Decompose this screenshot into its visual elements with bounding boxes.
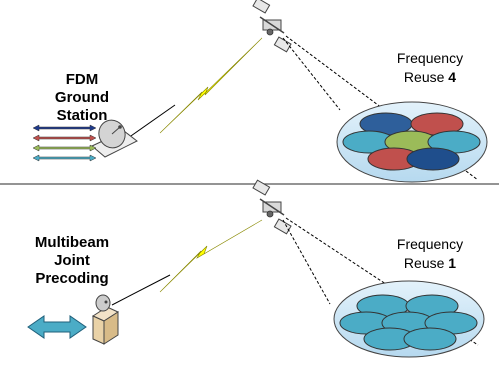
- carrier-arrow: [32, 134, 97, 142]
- beam-spot: [403, 327, 457, 351]
- feeder-link-line: [127, 104, 176, 139]
- station-label-bottom: Multibeam Joint Precoding: [22, 234, 122, 288]
- reuse-label-line: Frequency: [396, 236, 464, 252]
- link-lightning-bottom: [159, 219, 263, 293]
- reuse-label-line: Reuse 4: [390, 68, 470, 87]
- reuse-label-line: Reuse 1: [390, 254, 470, 273]
- satellite-icon-bottom: [252, 179, 292, 235]
- gateway-server-icon: [91, 294, 120, 345]
- bidirectional-arrow-icon: [27, 315, 87, 339]
- link-lightning-top: [159, 37, 263, 134]
- reuse-factor: 4: [448, 69, 457, 85]
- feeder-link-line: [111, 274, 171, 306]
- reuse-label-bottom: Frequency Reuse 1: [390, 235, 470, 273]
- reuse-label-top: Frequency Reuse 4: [390, 49, 470, 87]
- station-label-line: Joint: [54, 252, 90, 269]
- beam-spot: [406, 147, 460, 171]
- beam-footprint-line: [282, 37, 341, 111]
- station-label-line: Ground: [54, 89, 110, 106]
- carrier-arrow: [32, 144, 97, 152]
- fdm-carrier-arrows: [32, 124, 97, 162]
- beam-cluster-top: [342, 112, 481, 171]
- satellite-icon-top: [252, 0, 292, 53]
- beam-footprint-line: [282, 219, 331, 305]
- station-label-line: Precoding: [35, 270, 109, 287]
- reuse-label-line: Frequency: [396, 50, 464, 66]
- beam-cluster-bottom: [339, 294, 478, 351]
- reuse-word: Reuse: [403, 69, 445, 85]
- station-label-line: Station: [56, 107, 108, 124]
- ground-station-dish-icon: [91, 119, 138, 158]
- reuse-word: Reuse: [403, 255, 445, 271]
- carrier-arrow: [32, 154, 97, 162]
- top-panel: [32, 0, 488, 183]
- reuse-factor: 1: [448, 255, 457, 271]
- station-label-line: Multibeam: [34, 234, 110, 251]
- carrier-arrow: [32, 124, 97, 132]
- station-label-line: FDM: [65, 71, 99, 88]
- bottom-panel: [27, 179, 485, 358]
- station-label-top: FDM Ground Station: [46, 71, 118, 125]
